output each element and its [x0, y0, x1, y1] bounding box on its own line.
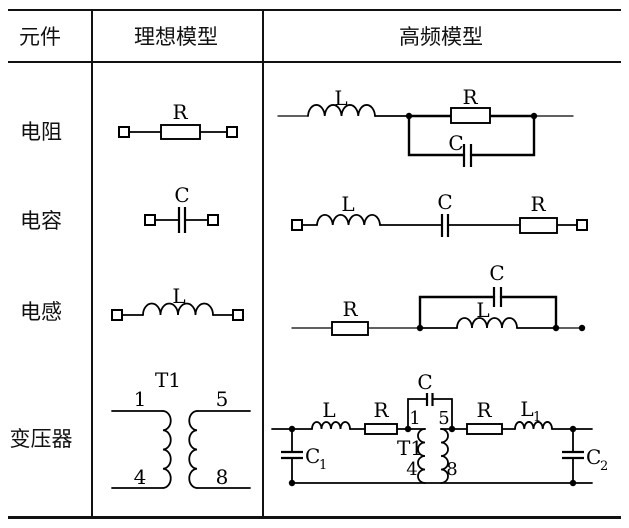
- label-C1-sub: 1: [319, 458, 327, 473]
- label-pin4: 4: [406, 459, 417, 480]
- secondary-coil: [188, 410, 198, 489]
- label-pin1: 1: [134, 387, 147, 411]
- label-C1: C: [305, 444, 320, 468]
- label-L: L: [334, 86, 347, 110]
- label-pin8: 8: [446, 459, 457, 480]
- row-label-inductor: 电感: [20, 301, 62, 324]
- label-C2: C: [586, 445, 601, 469]
- label-pin5: 5: [216, 387, 229, 411]
- terminal-square: [144, 214, 156, 226]
- terminal-square: [291, 219, 303, 231]
- node-dot: [404, 425, 412, 433]
- resistor-body: [160, 124, 201, 140]
- label-C: C: [437, 190, 452, 214]
- c2-plates: [562, 450, 584, 460]
- capacitor-hf-circuit: L C R: [291, 190, 588, 237]
- inductor-ideal-circuit: L: [111, 284, 244, 321]
- bridge-capacitor-plates: [425, 393, 434, 406]
- transformer-ideal-circuit: T1 1 5 4 8: [111, 368, 251, 489]
- node-dot: [569, 479, 577, 487]
- resistor-body-left: [364, 423, 398, 435]
- inductor-coil: [307, 104, 376, 117]
- label-R: R: [172, 100, 188, 124]
- column-divider-2: [262, 9, 264, 516]
- header-hf-model: 高频模型: [399, 26, 483, 49]
- capacitor-branch: [418, 295, 558, 330]
- end-dot: [578, 324, 586, 332]
- label-L: L: [341, 192, 354, 216]
- inductor-coil: [316, 213, 381, 226]
- secondary-coil: [440, 428, 449, 484]
- terminal-square: [111, 309, 123, 321]
- node-dot: [288, 479, 296, 487]
- inductor-coil-right: [514, 421, 553, 430]
- primary-coil: [417, 428, 426, 484]
- capacitor-plates: [492, 287, 503, 307]
- label-L: L: [476, 298, 489, 322]
- capacitor-branch: [407, 114, 536, 157]
- row-label-resistor: 电阻: [20, 121, 62, 144]
- label-R: R: [342, 297, 358, 321]
- label-pin8: 8: [216, 465, 229, 489]
- inductor-coil-left: [311, 421, 351, 430]
- resistor-hf-circuit: L R C: [277, 85, 574, 167]
- node-dot: [552, 324, 560, 332]
- capacitor-plates: [462, 144, 473, 167]
- node-dot: [448, 425, 456, 433]
- table-top-border: [8, 9, 621, 11]
- row-label-transformer: 变压器: [9, 428, 73, 451]
- label-L: L: [172, 284, 185, 308]
- capacitor-ideal-circuit: C: [144, 183, 219, 233]
- pin-lines: [111, 410, 251, 489]
- header-component: 元件: [19, 26, 61, 49]
- header-separator: [8, 61, 621, 63]
- label-pin4: 4: [134, 465, 147, 489]
- capacitor-plates: [177, 207, 187, 233]
- label-T1: T1: [155, 368, 181, 392]
- capacitor-plates: [440, 214, 450, 237]
- node-dot: [569, 425, 577, 433]
- bridge-capacitor-branch: [407, 398, 453, 430]
- label-L: L: [322, 398, 335, 422]
- node-dot: [288, 425, 296, 433]
- node-dot: [416, 324, 424, 332]
- label-R: R: [530, 192, 546, 216]
- node-dot: [530, 112, 538, 120]
- label-C2-sub: 2: [600, 459, 608, 474]
- column-divider-1: [91, 9, 93, 516]
- resistor-body: [331, 321, 369, 336]
- primary-coil: [162, 410, 172, 489]
- table-bottom-border: [8, 516, 621, 519]
- terminal-square: [118, 126, 130, 138]
- resistor-body-right: [466, 423, 503, 435]
- label-L1: L: [520, 397, 533, 421]
- c1-plates: [281, 450, 303, 460]
- resistor-body: [450, 107, 491, 124]
- label-pin5: 5: [438, 408, 449, 429]
- label-pin1: 1: [409, 408, 420, 429]
- label-T1: T1: [397, 436, 423, 460]
- row-label-capacitor: 电容: [20, 210, 62, 233]
- label-C: C: [174, 183, 189, 207]
- label-R: R: [462, 85, 478, 109]
- label-C: C: [448, 131, 463, 155]
- inductor-coil: [142, 302, 214, 316]
- header-ideal-model: 理想模型: [134, 26, 218, 49]
- terminal-square: [226, 126, 238, 138]
- label-R-left: R: [373, 398, 389, 422]
- label-C: C: [489, 261, 504, 285]
- label-L1-sub: 1: [533, 410, 541, 425]
- inductor-hf-circuit: R C L: [291, 261, 586, 336]
- terminal-square: [232, 309, 244, 321]
- resistor-ideal-circuit: R: [118, 100, 238, 140]
- inductor-coil: [456, 317, 518, 329]
- label-C-bridge: C: [417, 370, 432, 394]
- terminal-square: [207, 214, 219, 226]
- terminal-square: [576, 219, 588, 231]
- node-dot: [405, 112, 413, 120]
- transformer-hf-circuit: C 1 L R C 1 5 T1 4 8 R L 1 C 2: [271, 370, 608, 487]
- resistor-body: [519, 217, 558, 234]
- label-R-right: R: [476, 398, 492, 422]
